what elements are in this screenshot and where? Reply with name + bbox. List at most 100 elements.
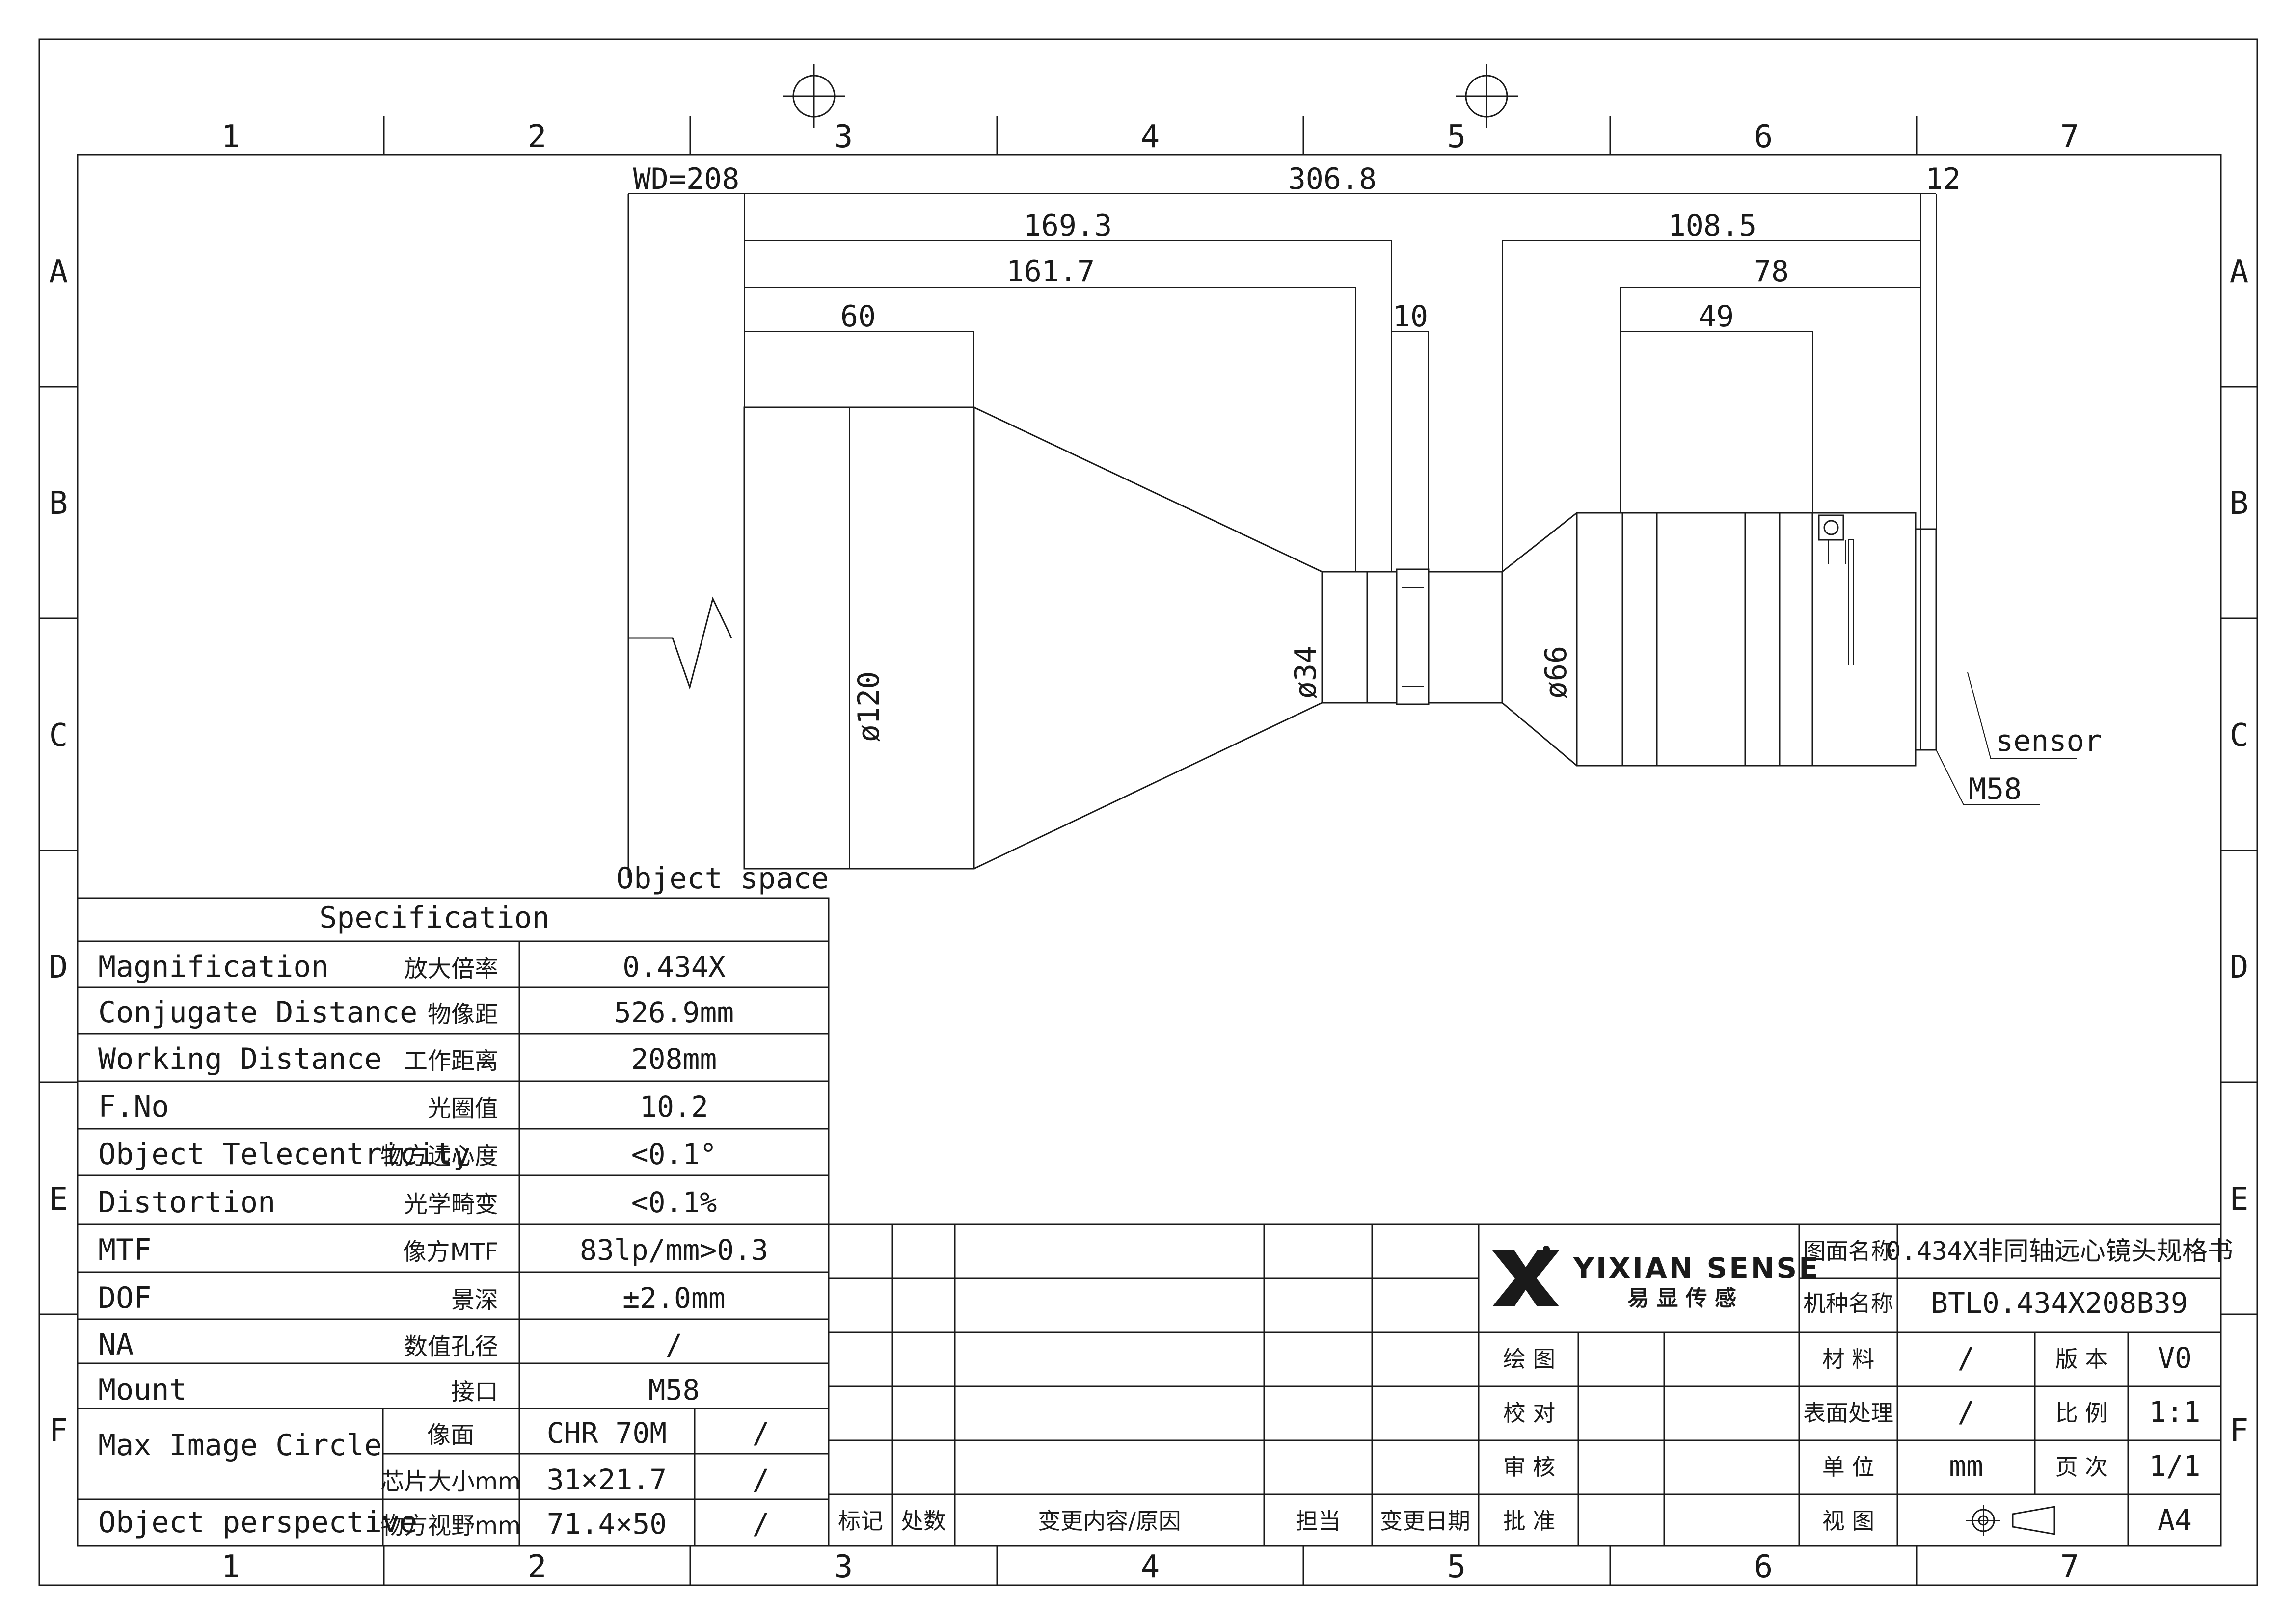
zone-col-1-top: 1 bbox=[221, 119, 241, 155]
rear-body bbox=[1576, 512, 1813, 767]
dimension-lines bbox=[628, 193, 1937, 572]
unit-value: mm bbox=[1949, 1449, 1983, 1483]
spec-row-label: Working Distance bbox=[98, 1042, 382, 1076]
zone-col-3-top: 3 bbox=[834, 119, 853, 155]
projection-symbol-icon bbox=[1966, 1505, 2055, 1536]
mid-tube bbox=[1428, 571, 1503, 704]
dim-169: 169.3 bbox=[1024, 209, 1112, 243]
front-taper-upper bbox=[973, 406, 1323, 573]
zone-col-6-bottom: 6 bbox=[1754, 1549, 1773, 1585]
rev-header-count: 处数 bbox=[901, 1508, 946, 1534]
dim-108: 108.5 bbox=[1668, 209, 1757, 243]
dim-total: 306.8 bbox=[1288, 162, 1377, 196]
perspective-label-cn: 物方视野mm bbox=[380, 1512, 521, 1540]
image-circle-sub2-value2: / bbox=[753, 1463, 770, 1496]
spec-row-value: 526.9mm bbox=[614, 996, 734, 1029]
unit-label: 单 位 bbox=[1822, 1454, 1875, 1480]
sensor-leader bbox=[1967, 672, 2077, 759]
image-circle-sub2-label: 芯片大小mm bbox=[380, 1468, 521, 1495]
spec-title: Specification bbox=[319, 901, 550, 935]
sheet-size: A4 bbox=[2158, 1503, 2192, 1537]
lens-outline bbox=[627, 194, 1978, 878]
zone-col-7-bottom: 7 bbox=[2060, 1549, 2080, 1585]
dim-60: 60 bbox=[840, 299, 876, 334]
break-symbol bbox=[628, 596, 732, 690]
zone-col-3-bottom: 3 bbox=[834, 1549, 853, 1585]
inner-border bbox=[77, 154, 2222, 1547]
zone-row-e-left: E bbox=[49, 1181, 68, 1218]
zone-row-b-left: B bbox=[49, 485, 68, 522]
spec-row-label: Conjugate Distance bbox=[98, 995, 417, 1030]
drawing-name: 0.434X非同轴远心镜头规格书 bbox=[1886, 1237, 2233, 1266]
dim-78: 78 bbox=[1754, 254, 1789, 289]
spec-table bbox=[77, 897, 830, 1547]
zone-col-2-bottom: 2 bbox=[528, 1549, 547, 1585]
zone-col-4-top: 4 bbox=[1141, 119, 1160, 155]
rev-header-owner: 担当 bbox=[1296, 1508, 1341, 1534]
zone-row-c-right: C bbox=[2230, 718, 2249, 754]
spec-row-value: M58 bbox=[648, 1373, 700, 1407]
rear-taper-upper bbox=[1502, 512, 1577, 573]
spec-row-label-cn: 光学畸变 bbox=[404, 1191, 498, 1218]
label-sensor: sensor bbox=[1996, 724, 2102, 758]
zone-row-c-left: C bbox=[49, 718, 68, 754]
leaders: sensor M58 Object space bbox=[616, 672, 2102, 896]
page-value: 1/1 bbox=[2149, 1449, 2201, 1483]
zone-row-f-right: F bbox=[2230, 1413, 2249, 1449]
spec-row-value: 0.434X bbox=[622, 950, 726, 984]
view-label: 视 图 bbox=[1822, 1508, 1875, 1534]
scale-value: 1:1 bbox=[2149, 1395, 2201, 1429]
perspective-label: Object perspective bbox=[98, 1505, 417, 1540]
zone-row-e-right: E bbox=[2230, 1181, 2249, 1218]
drawing-name-label: 图面名称 bbox=[1803, 1238, 1893, 1264]
dim-49: 49 bbox=[1699, 299, 1734, 334]
spec-row-label-cn: 工作距离 bbox=[404, 1047, 498, 1075]
dim-dia120: ø120 bbox=[852, 671, 886, 743]
brand-name-cn: 易 显 传 感 bbox=[1627, 1286, 1736, 1311]
zone-col-6-top: 6 bbox=[1754, 119, 1773, 155]
spec-row-value: <0.1° bbox=[631, 1138, 717, 1171]
dim-wd: WD=208 bbox=[633, 162, 740, 196]
label-mount: M58 bbox=[1969, 772, 2022, 806]
image-circle-sub1-label: 像面 bbox=[427, 1421, 474, 1449]
version-label: 版 本 bbox=[2055, 1346, 2108, 1372]
image-circle-sub1-value2: / bbox=[753, 1416, 770, 1450]
spec-row-label-cn: 放大倍率 bbox=[404, 955, 498, 983]
zone-row-a-left: A bbox=[49, 254, 68, 290]
zone-row-b-right: B bbox=[2230, 485, 2249, 522]
zone-col-2-top: 2 bbox=[528, 119, 547, 155]
version-value: V0 bbox=[2158, 1341, 2192, 1375]
spec-row-value: / bbox=[666, 1328, 683, 1361]
mount-thread bbox=[1915, 528, 1937, 751]
spec-row-label: NA bbox=[98, 1328, 134, 1362]
focus-slot bbox=[1848, 539, 1854, 665]
zone-col-1-bottom: 1 bbox=[221, 1549, 241, 1585]
spec-row-label: F.No bbox=[98, 1090, 169, 1124]
dimension-texts: WD=208 306.8 12 169.3 161.7 60 10 108.5 … bbox=[633, 162, 1961, 742]
spec-row-label: Mount bbox=[98, 1373, 187, 1407]
approve-label: 批 准 bbox=[1503, 1508, 1556, 1534]
surface-label: 表面处理 bbox=[1803, 1400, 1893, 1426]
outer-border bbox=[38, 38, 2258, 1586]
image-circle-sub1-value: CHR 70M bbox=[547, 1416, 667, 1450]
spec-row-label: MTF bbox=[98, 1233, 151, 1267]
zone-col-5-bottom: 5 bbox=[1447, 1549, 1466, 1585]
spec-row-label-cn: 数值孔径 bbox=[404, 1333, 498, 1360]
zone-col-5-top: 5 bbox=[1447, 119, 1466, 155]
image-circle-label: Max Image Circle bbox=[98, 1428, 382, 1462]
rev-header-mark: 标记 bbox=[838, 1508, 883, 1534]
spec-row-value: <0.1% bbox=[631, 1186, 717, 1219]
spec-row-label-cn: 物像距 bbox=[428, 1001, 498, 1028]
spec-row-value: 208mm bbox=[631, 1042, 717, 1076]
image-circle-sub2-value: 31×21.7 bbox=[547, 1463, 667, 1496]
spec-row-value: 10.2 bbox=[640, 1090, 708, 1123]
centering-mark-right bbox=[1456, 64, 1518, 128]
material-label: 材 料 bbox=[1822, 1346, 1875, 1372]
zone-labels: 1 2 3 4 5 6 7 1 2 3 4 5 6 7 A B C D E F … bbox=[49, 119, 2249, 1585]
perspective-value2: / bbox=[753, 1507, 770, 1541]
dim-dia34: ø34 bbox=[1289, 646, 1323, 699]
dim-10: 10 bbox=[1393, 299, 1428, 334]
